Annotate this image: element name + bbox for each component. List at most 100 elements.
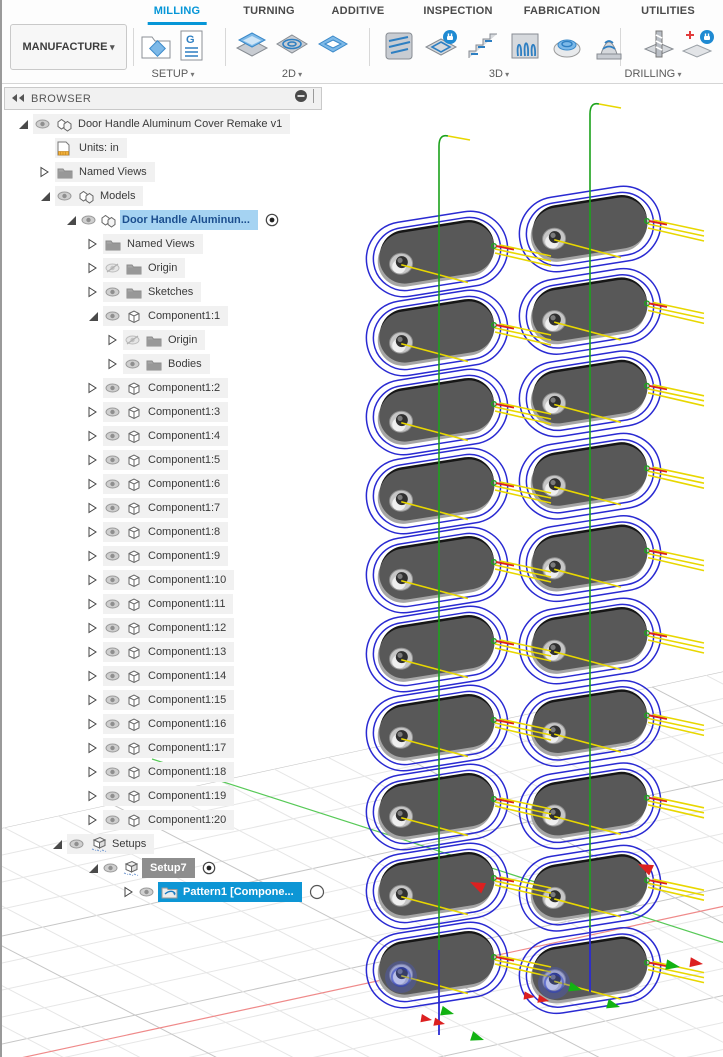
morphed-spiral-icon[interactable] <box>591 28 627 64</box>
tree-row-component-1-15[interactable]: Component1:15 <box>88 688 322 712</box>
3d-group-label[interactable]: 3D <box>489 68 509 80</box>
tree-row-component-1-7[interactable]: Component1:7 <box>88 496 322 520</box>
visibility-eye-icon[interactable] <box>69 839 88 849</box>
visibility-eye-icon[interactable] <box>105 407 124 417</box>
door-handle-part[interactable] <box>361 601 513 697</box>
visibility-eye-icon[interactable] <box>105 623 124 633</box>
steep-shallow-icon[interactable] <box>465 28 501 64</box>
expand-arrow-icon[interactable] <box>88 597 103 611</box>
expand-arrow-icon[interactable] <box>88 693 103 707</box>
tree-row-component-1-19[interactable]: Component1:19 <box>88 784 322 808</box>
expand-arrow-icon[interactable] <box>88 813 103 827</box>
tree-row-component-1-20[interactable]: Component1:20 <box>88 808 322 832</box>
expand-arrow-icon[interactable] <box>88 549 103 563</box>
drill-icon[interactable] <box>641 28 677 64</box>
expand-arrow-icon[interactable] <box>88 477 103 491</box>
tree-row-component-1-2[interactable]: Component1:2 <box>88 376 322 400</box>
expand-arrow-icon[interactable] <box>108 357 123 371</box>
tab-additive[interactable]: ADDITIVE <box>331 5 385 17</box>
visibility-eye-icon[interactable] <box>125 359 144 369</box>
tree-row-component-1-4[interactable]: Component1:4 <box>88 424 322 448</box>
activate-radio-selected[interactable] <box>265 213 279 227</box>
tree-row-component-1-18[interactable]: Component1:18 <box>88 760 322 784</box>
tree-row-component-1-1[interactable]: Component1:1 <box>88 304 322 328</box>
setup-group-label[interactable]: SETUP <box>152 68 195 80</box>
visibility-eye-off-icon[interactable] <box>125 335 144 345</box>
door-handle-part[interactable] <box>361 680 513 776</box>
tab-fabrication[interactable]: FABRICATION <box>523 5 601 17</box>
expand-arrow-icon[interactable] <box>88 237 103 251</box>
door-handle-part[interactable] <box>361 522 513 618</box>
expand-arrow-icon[interactable] <box>88 789 103 803</box>
door-handle-part[interactable] <box>361 838 513 934</box>
door-handle-part[interactable] <box>361 206 513 302</box>
tree-row-component-1-12[interactable]: Component1:12 <box>88 616 322 640</box>
hide-all-icon[interactable] <box>294 89 308 108</box>
tree-row-component-1-3[interactable]: Component1:3 <box>88 400 322 424</box>
visibility-eye-icon[interactable] <box>105 431 124 441</box>
door-handle-part[interactable] <box>514 675 666 771</box>
spiral-icon[interactable] <box>549 28 585 64</box>
expand-arrow-icon[interactable] <box>88 501 103 515</box>
expand-arrow-icon[interactable] <box>88 453 103 467</box>
tree-row-bodies-1-1[interactable]: Bodies <box>108 352 322 376</box>
visibility-eye-icon[interactable] <box>105 527 124 537</box>
flow-icon[interactable] <box>507 28 543 64</box>
tab-utilities[interactable]: UTILITIES <box>641 5 695 17</box>
door-handle-part[interactable] <box>361 285 513 381</box>
visibility-eye-icon[interactable] <box>105 695 124 705</box>
expand-arrow-icon[interactable] <box>88 717 103 731</box>
visibility-eye-icon[interactable] <box>105 383 124 393</box>
visibility-eye-icon[interactable] <box>105 599 124 609</box>
visibility-eye-icon[interactable] <box>105 287 124 297</box>
expand-arrow-icon[interactable] <box>124 885 139 899</box>
tree-row-component-1-6[interactable]: Component1:6 <box>88 472 322 496</box>
visibility-eye-icon[interactable] <box>105 671 124 681</box>
tree-row-component-1-14[interactable]: Component1:14 <box>88 664 322 688</box>
workspace-switcher-button[interactable]: MANUFACTURE <box>10 24 127 70</box>
expand-arrow-icon[interactable] <box>88 741 103 755</box>
tree-row-named-views-2[interactable]: Named Views <box>88 232 322 256</box>
expand-arrow-icon[interactable] <box>108 333 123 347</box>
door-handle-part[interactable] <box>361 364 513 460</box>
expand-arrow-icon[interactable] <box>88 573 103 587</box>
expand-arrow-icon[interactable] <box>88 429 103 443</box>
visibility-eye-icon[interactable] <box>35 119 54 129</box>
setup-icon[interactable] <box>138 28 174 64</box>
visibility-eye-icon[interactable] <box>105 719 124 729</box>
expand-arrow-icon[interactable] <box>88 381 103 395</box>
tree-row-sketches[interactable]: Sketches <box>88 280 322 304</box>
tree-row-component-1-13[interactable]: Component1:13 <box>88 640 322 664</box>
tree-row-units[interactable]: Units: in <box>40 136 322 160</box>
contour-2d-icon[interactable] <box>315 28 351 64</box>
visibility-eye-icon[interactable] <box>57 191 76 201</box>
visibility-eye-icon[interactable] <box>81 215 100 225</box>
visibility-eye-icon[interactable] <box>105 575 124 585</box>
tree-row-root[interactable]: Door Handle Aluminum Cover Remake v1 <box>18 112 322 136</box>
panel-resize-handle[interactable] <box>312 89 315 108</box>
tree-row-component-1-16[interactable]: Component1:16 <box>88 712 322 736</box>
expand-arrow-icon[interactable] <box>88 645 103 659</box>
visibility-eye-icon[interactable] <box>105 551 124 561</box>
tab-milling[interactable]: MILLING <box>147 5 206 25</box>
adaptive-3d-icon[interactable] <box>381 28 417 64</box>
tree-row-component-1-8[interactable]: Component1:8 <box>88 520 322 544</box>
visibility-eye-icon[interactable] <box>105 743 124 753</box>
visibility-eye-icon[interactable] <box>105 791 124 801</box>
tree-row-component-1-10[interactable]: Component1:10 <box>88 568 322 592</box>
tree-row-component-1-11[interactable]: Component1:11 <box>88 592 322 616</box>
expand-arrow-icon[interactable] <box>88 525 103 539</box>
collapse-panel-icon[interactable] <box>11 90 25 108</box>
pocket-3d-icon[interactable] <box>423 28 459 64</box>
tab-turning[interactable]: TURNING <box>243 5 295 17</box>
tree-row-component-1-5[interactable]: Component1:5 <box>88 448 322 472</box>
tree-row-origin-1-1[interactable]: Origin <box>108 328 322 352</box>
drilling-group-label[interactable]: DRILLING <box>625 68 682 80</box>
tab-inspection[interactable]: INSPECTION <box>423 5 493 17</box>
visibility-eye-icon[interactable] <box>105 767 124 777</box>
tree-row-door-handle-component[interactable]: Door Handle Aluminun... <box>66 208 322 232</box>
expand-arrow-open-icon[interactable] <box>88 861 103 875</box>
tree-row-origin[interactable]: Origin <box>88 256 322 280</box>
tree-row-named-views[interactable]: Named Views <box>40 160 322 184</box>
activate-radio[interactable] <box>309 884 325 900</box>
